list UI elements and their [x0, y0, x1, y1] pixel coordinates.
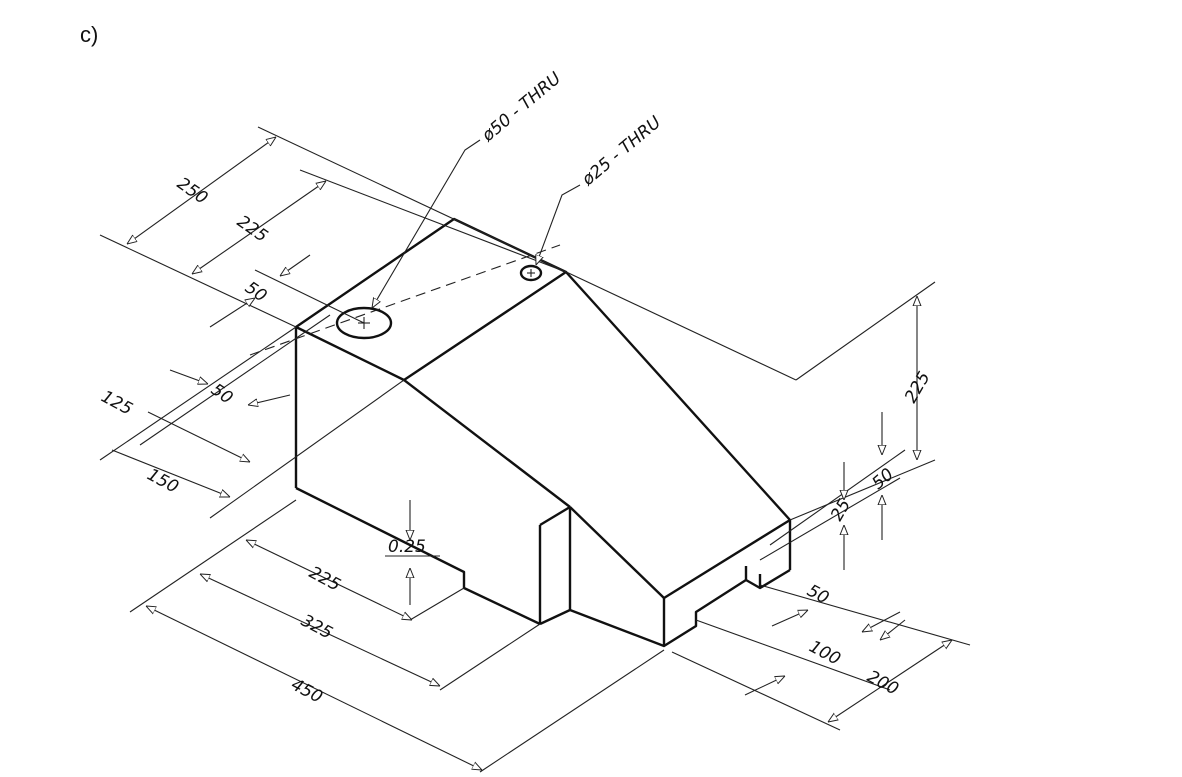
dim-25-right: 25 — [827, 496, 855, 525]
dim-450: 450 — [288, 675, 326, 708]
dim-325: 325 — [298, 611, 336, 644]
dim-100: 100 — [806, 637, 844, 670]
small-hole — [519, 264, 543, 282]
part-label: c) — [80, 22, 98, 47]
dim-225-right: 225 — [901, 368, 935, 406]
dim-150: 150 — [144, 465, 182, 498]
step-edge-d — [539, 608, 571, 626]
callout-small-hole: ø25 - THRU — [578, 112, 666, 190]
front-right-top-edge — [663, 518, 791, 600]
right-bottom-edge — [569, 568, 791, 648]
slope-right-edge — [565, 271, 791, 521]
callout-large-hole: ø50 - THRU — [478, 68, 566, 146]
dim-50-top: 50 — [241, 278, 270, 307]
dim-250: 250 — [173, 174, 211, 209]
dim-50-right: 50 — [868, 465, 897, 494]
step-edge-b — [539, 505, 571, 527]
slope-front-edge — [569, 506, 665, 599]
dim-125: 125 — [98, 387, 136, 420]
front-bottom-edge — [295, 486, 541, 626]
dim-225-bottom: 225 — [306, 563, 344, 596]
holes — [249, 244, 561, 356]
dim-0-25: 0.25 — [388, 537, 426, 557]
object-outline — [294, 217, 792, 648]
top-face-edge — [294, 217, 568, 382]
dimension-lines — [99, 126, 971, 773]
hole-centerline — [249, 244, 561, 356]
large-hole — [335, 306, 393, 340]
slope-left-edge — [403, 379, 571, 508]
